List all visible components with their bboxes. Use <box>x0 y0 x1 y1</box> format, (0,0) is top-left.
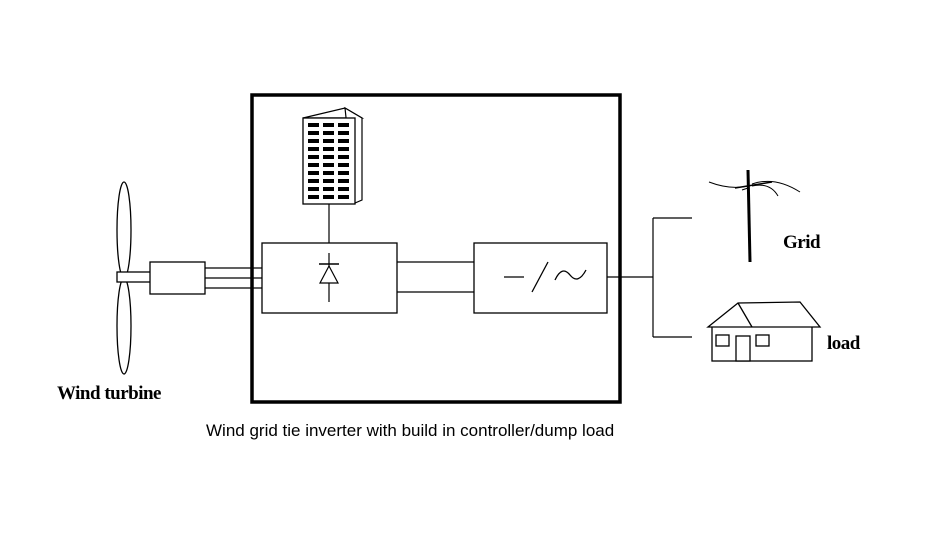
vent-slot <box>323 131 334 135</box>
vent-slot <box>338 187 349 191</box>
vent-slot <box>323 195 334 199</box>
vent-slot <box>323 155 334 159</box>
vent-slot <box>338 179 349 183</box>
vent-slot <box>338 131 349 135</box>
vent-slot <box>323 123 334 127</box>
dc-link-wires <box>397 261 474 293</box>
vent-slot <box>338 163 349 167</box>
dump-load-resistor-icon <box>302 106 365 205</box>
vent-slot <box>308 147 319 151</box>
vent-slot <box>308 171 319 175</box>
wind-turbine-icon <box>116 181 152 375</box>
generator-icon <box>149 261 206 295</box>
vent-slot <box>338 195 349 199</box>
vent-slot <box>338 171 349 175</box>
vent-slot <box>308 131 319 135</box>
vent-slot <box>323 163 334 167</box>
vent-slot <box>338 123 349 127</box>
vent-slot <box>338 147 349 151</box>
vent-slot <box>308 163 319 167</box>
rectifier-diode-icon <box>261 242 398 314</box>
vent-slot <box>323 187 334 191</box>
wind-turbine-label: Wind turbine <box>57 383 162 404</box>
vent-slot <box>338 139 349 143</box>
load-label: load <box>827 333 860 354</box>
output-wires <box>607 217 692 338</box>
diagram-caption: Wind grid tie inverter with build in con… <box>206 421 615 440</box>
vent-slot <box>323 147 334 151</box>
vent-slot <box>308 187 319 191</box>
dc-ac-inverter-icon <box>473 242 608 314</box>
vent-slot <box>308 155 319 159</box>
grid-label: Grid <box>783 232 821 253</box>
vent-slot <box>323 179 334 183</box>
vent-slot <box>308 139 319 143</box>
house-icon <box>706 301 822 362</box>
vent-slot <box>308 195 319 199</box>
vent-slot <box>308 123 319 127</box>
vent-slot <box>308 179 319 183</box>
vent-slot <box>323 139 334 143</box>
vent-slot <box>323 171 334 175</box>
vent-slot <box>338 155 349 159</box>
inverter-enclosure-box <box>250 93 622 404</box>
utility-pole-icon <box>708 169 801 263</box>
